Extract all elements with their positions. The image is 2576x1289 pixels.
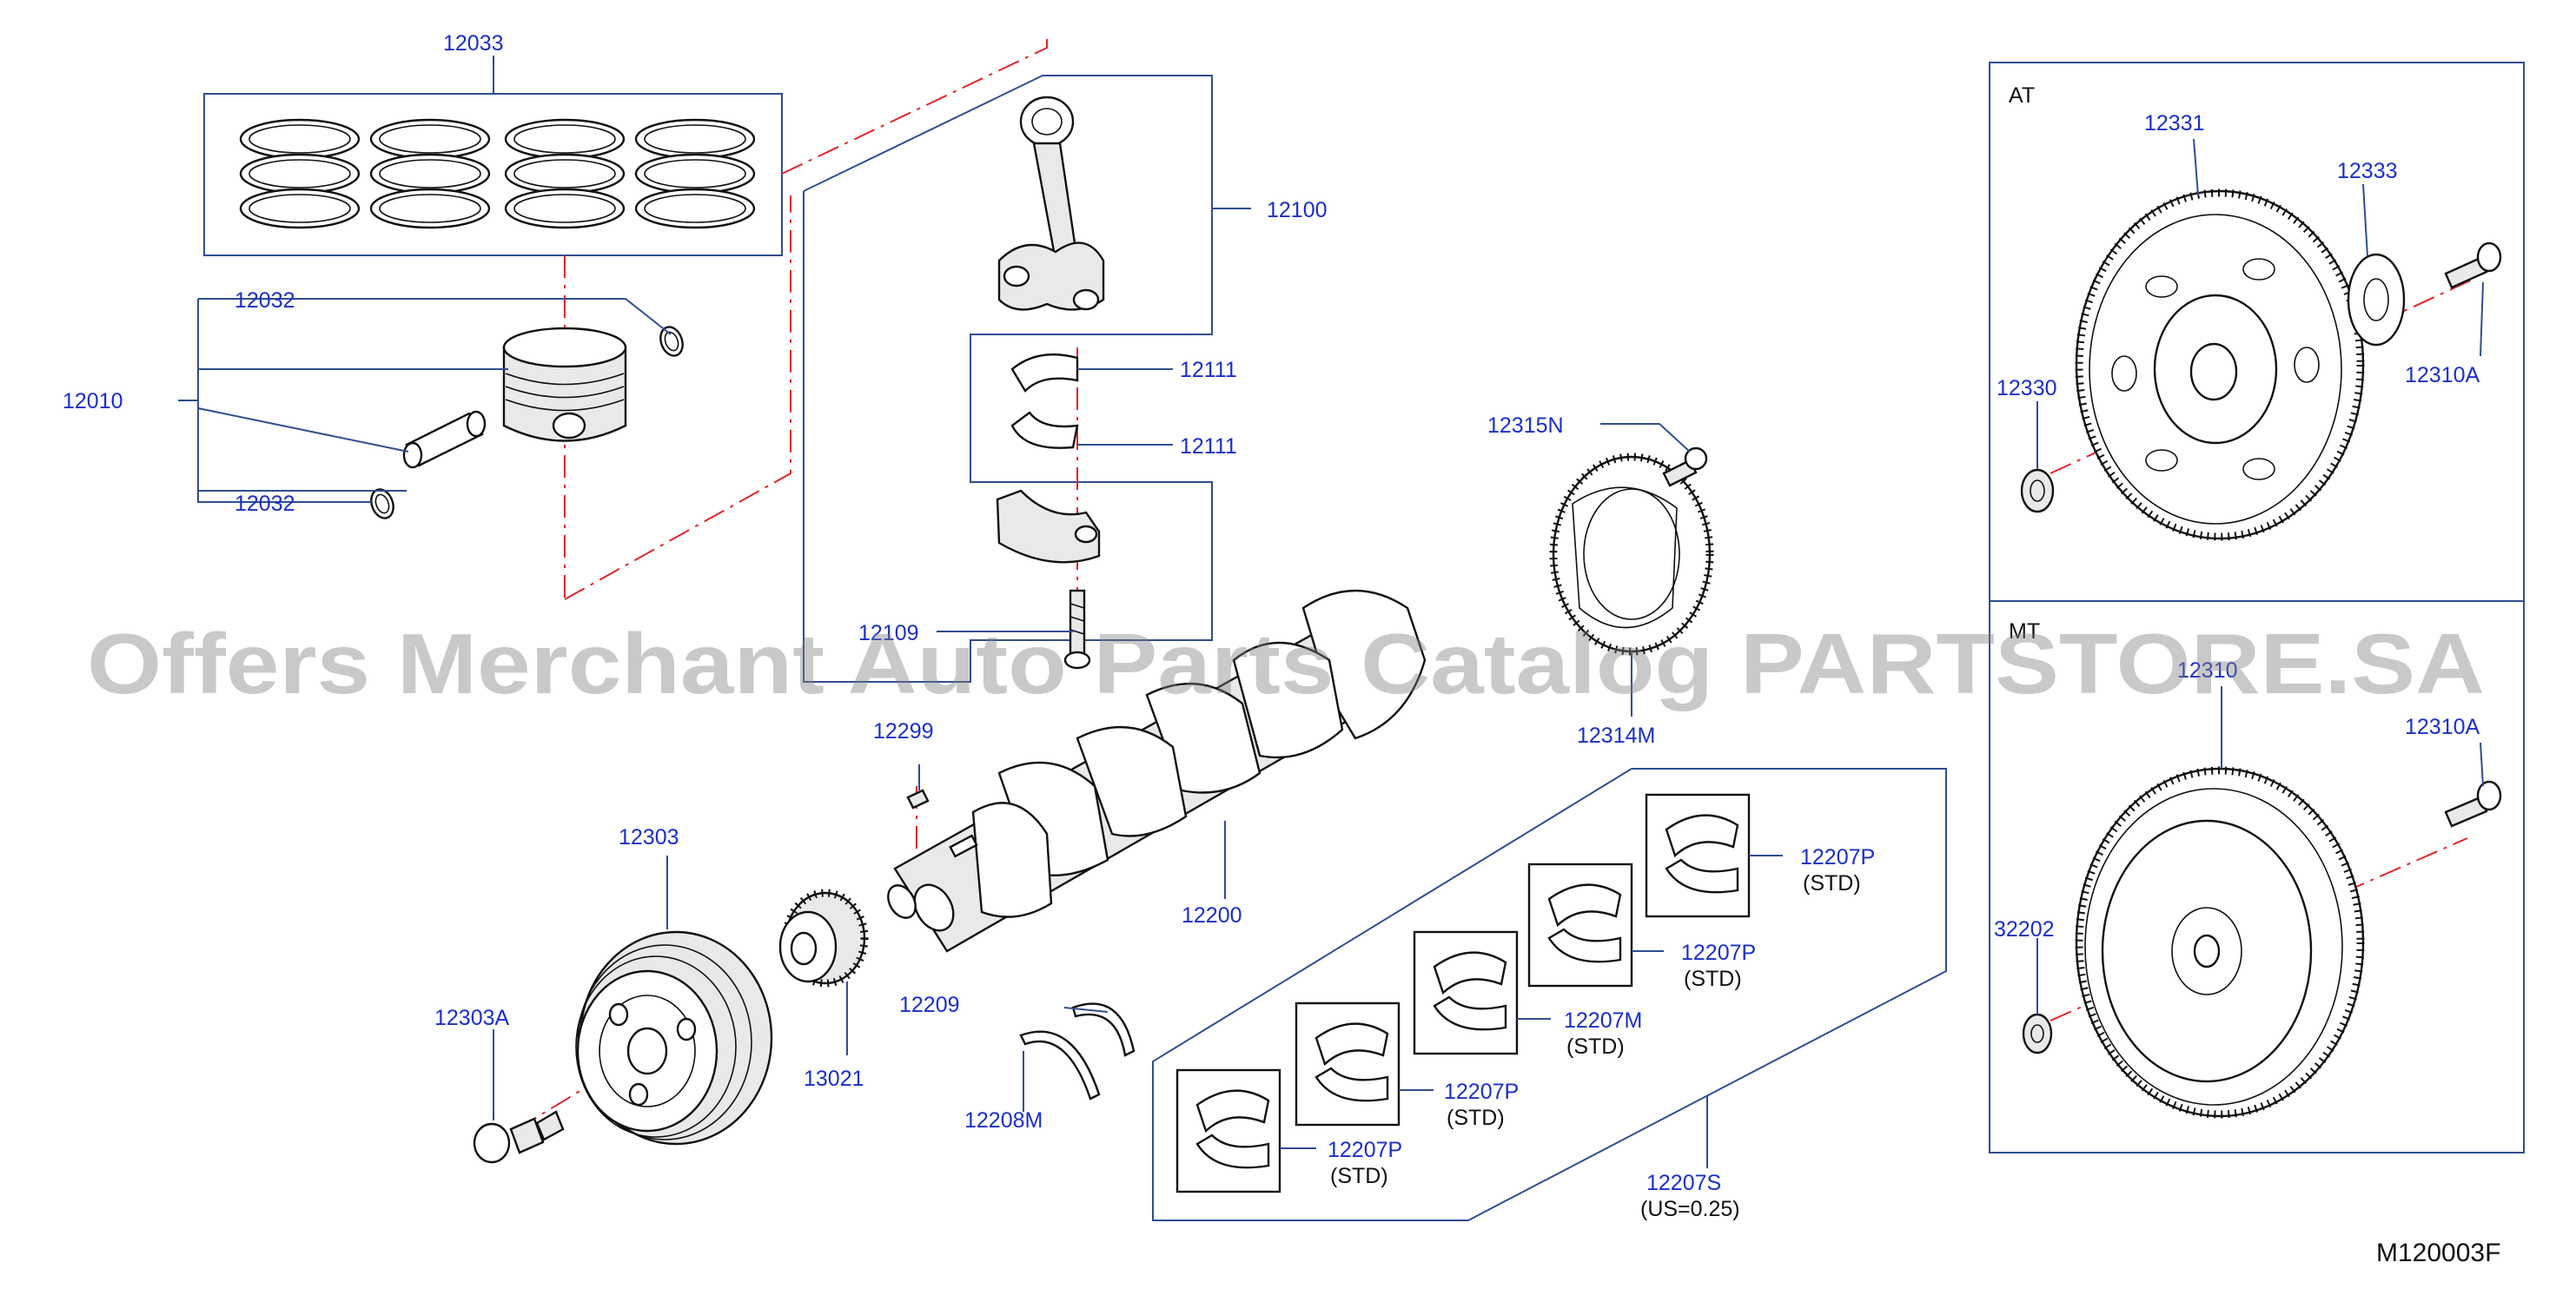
drive-plate-spacer [2020, 468, 2055, 513]
label-32202[interactable]: 32202 [1994, 917, 2055, 942]
label-12303[interactable]: 12303 [619, 825, 679, 849]
leader-lines [178, 56, 2484, 1168]
connecting-rod-bolt [1063, 589, 1091, 670]
label-12207p-4[interactable]: 12207P [1681, 941, 1756, 965]
piston-ring-stack-1 [239, 118, 361, 229]
label-group-at: AT [2009, 83, 2035, 108]
label-12299[interactable]: 12299 [873, 719, 934, 744]
label-12310[interactable]: 12310 [2177, 658, 2238, 683]
flywheel-bolt [2444, 780, 2502, 828]
piston-pin [402, 410, 487, 469]
watermark: Offers Merchant Auto Parts Catalog PARTS… [87, 616, 2485, 711]
label-12207s-note: (US=0.25) [1640, 1197, 1740, 1221]
piston-ring-set [239, 118, 756, 229]
connecting-rod-cap [996, 489, 1101, 564]
label-12209[interactable]: 12209 [899, 993, 960, 1017]
label-12208m[interactable]: 12208M [964, 1108, 1043, 1133]
connecting-rod-bearing-upper [1010, 353, 1079, 393]
label-12303a[interactable]: 12303A [434, 1006, 510, 1030]
label-12207p-1[interactable]: 12207P [1328, 1138, 1402, 1162]
label-12310a-at[interactable]: 12310A [2405, 363, 2480, 387]
thrust-bearing-lower [1019, 1030, 1101, 1101]
main-bearing-5 [1645, 793, 1751, 918]
connecting-rod [997, 96, 1105, 311]
label-12109[interactable]: 12109 [858, 621, 919, 645]
signal-plate [1549, 453, 1714, 656]
label-12033[interactable]: 12033 [443, 31, 504, 56]
main-bearing-1 [1175, 1068, 1281, 1193]
at-flywheel-centerline [2050, 277, 2477, 474]
label-12331[interactable]: 12331 [2144, 111, 2205, 136]
flywheel [2075, 766, 2365, 1119]
drive-plate [2075, 188, 2365, 541]
crankshaft-pulley [575, 930, 773, 1146]
signal-plate-bolt [1662, 446, 1708, 487]
main-bearing-4 [1527, 863, 1633, 988]
rod-to-piston-centerline [781, 39, 1048, 175]
woodruff-key [906, 789, 930, 810]
rod-lower-centerline [564, 195, 791, 600]
piston [502, 327, 627, 442]
label-12032-lower[interactable]: 12032 [235, 492, 295, 516]
piston-ring-stack-3 [504, 118, 626, 229]
part-labels: 12033 12032 12010 12032 12100 12111 1211… [63, 31, 2500, 1267]
label-12310a-mt[interactable]: 12310A [2405, 715, 2480, 739]
crankshaft [887, 589, 1427, 953]
drive-plate-bolt [2444, 241, 2502, 289]
mt-flywheel-centerline [2050, 837, 2468, 1021]
label-12207s[interactable]: 12207S [1646, 1171, 1721, 1195]
mt-flywheel-box [1989, 600, 2525, 1153]
piston-ring-stack-4 [634, 118, 756, 229]
connecting-rod-box [803, 75, 1213, 683]
label-group-mt: MT [2009, 619, 2040, 644]
label-13021[interactable]: 13021 [804, 1067, 864, 1091]
label-12207p-5-note: (STD) [1803, 871, 1861, 896]
label-12207p-2[interactable]: 12207P [1444, 1080, 1519, 1104]
label-12315n[interactable]: 12315N [1487, 413, 1564, 438]
crankshaft-pulley-bolt [473, 1110, 565, 1164]
thrust-bearing-upper [1071, 1002, 1136, 1057]
label-12010[interactable]: 12010 [63, 389, 123, 413]
label-12207p-1-note: (STD) [1330, 1164, 1388, 1188]
label-12111-upper[interactable]: 12111 [1180, 358, 1237, 382]
drive-plate-reinforcement [2347, 253, 2406, 347]
label-12207p-4-note: (STD) [1684, 967, 1742, 991]
piston-ring-stack-2 [369, 118, 491, 229]
label-12207p-2-note: (STD) [1447, 1106, 1505, 1130]
label-12100[interactable]: 12100 [1267, 198, 1328, 222]
connecting-rod-bearing-lower [1010, 411, 1079, 449]
label-12207p-5[interactable]: 12207P [1800, 845, 1875, 869]
piston-pin-snap-ring-upper [659, 326, 684, 357]
diagram-code: M120003F [2376, 1239, 2500, 1267]
label-12207m[interactable]: 12207M [1564, 1008, 1642, 1033]
pilot-bushing [2022, 1013, 2053, 1054]
label-12032-upper[interactable]: 12032 [235, 288, 295, 313]
main-bearing-3 [1413, 930, 1519, 1055]
crankshaft-sprocket [778, 889, 869, 988]
main-bearing-2 [1295, 1001, 1401, 1127]
label-12333[interactable]: 12333 [2337, 159, 2398, 183]
label-12330[interactable]: 12330 [1997, 376, 2057, 400]
label-12111-lower[interactable]: 12111 [1180, 434, 1237, 459]
main-bearing-set-box [1152, 768, 1947, 1221]
label-12200[interactable]: 12200 [1182, 903, 1242, 928]
label-12207m-note: (STD) [1566, 1035, 1625, 1059]
label-12314m[interactable]: 12314M [1577, 724, 1655, 748]
